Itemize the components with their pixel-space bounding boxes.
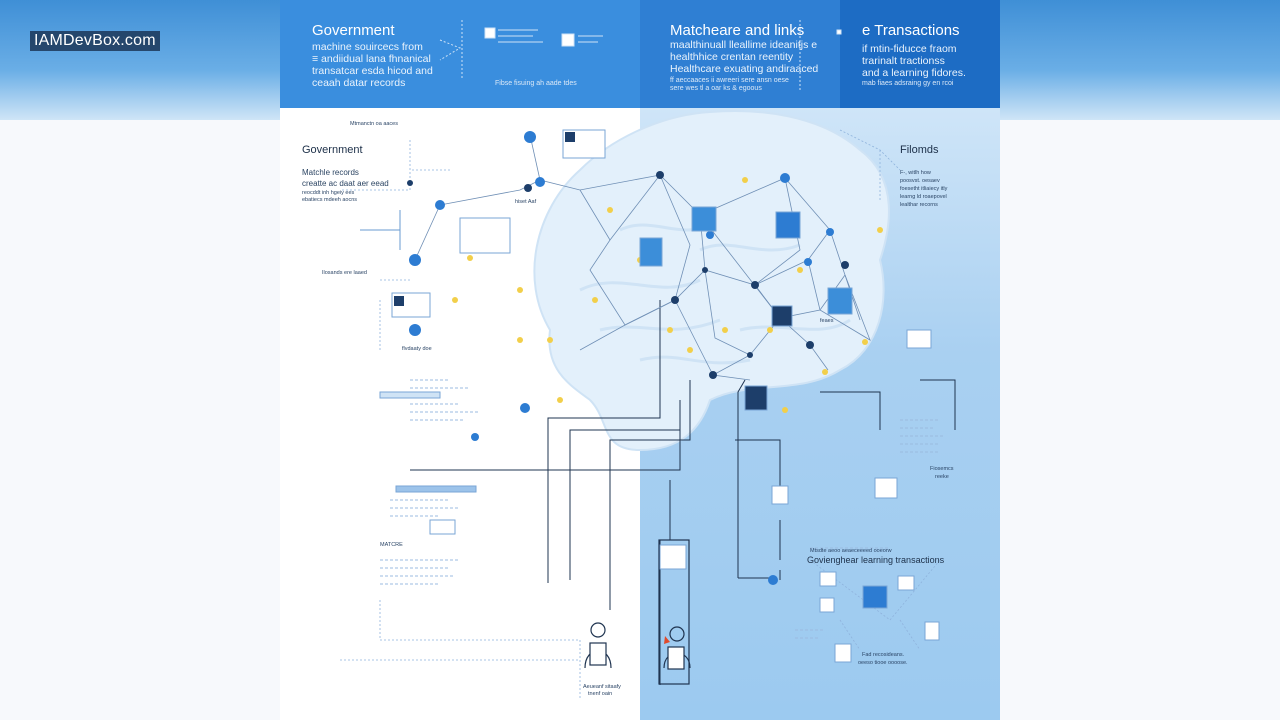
right-panel-line-3: foesetht itliaiecy itly [900,186,948,192]
person-icons [584,539,691,685]
header-middle-caption-2: sere wes tl a oar ks & egoous [670,85,762,92]
header-left-line-4: ceaah datar records [312,77,406,89]
circuit-lines [360,210,956,685]
header-decorations [439,20,842,90]
header-left-line-2: ≡ andiidual lana fhnanical [312,53,431,65]
header-right-line-2: trarinalt tractionss [862,55,945,67]
header-middle-line-1: maalthinuall lleallime ideanitjs e [670,39,818,51]
left-panel-line-3: reocddt inh hgeiy ees [302,190,355,196]
network-diagram [340,20,956,700]
left-figure-caption: Aeueanf sitaafy [583,684,621,690]
left-panel-label-e: Mtmanctn oa aaces [350,121,398,127]
dark-nodes [407,171,849,379]
right-caption: Fad recosideans. [862,652,905,658]
left-panel-line-2: creatte ac daat aer eead [302,179,389,188]
right-caption-2: oeeso tiooe oooose. [858,660,908,666]
header-middle-caption: ff aeccaaces ii awreeri sere ansn oese [670,77,789,84]
side-strip-right [1000,120,1280,720]
header-left-line-3: transatcar esda hicod and [312,65,433,77]
header-left [280,0,640,108]
header-middle-title: Matcheare and links [670,22,805,39]
right-panel-line-5: lealthar recorns [900,202,938,208]
document-cards [379,129,940,663]
left-panel-label-a: Ilosands ere laaed [322,270,367,276]
placeholder-text-lines [380,379,945,639]
left-panel-label-d: hiset Aaf [515,199,537,205]
left-panel-label-c: MATCRE [380,542,403,548]
header-middle-line-3: Healthcare exuating andiraaced [670,63,819,75]
bottom-caption-small: Mtsdte aeoo aeaeceeeed ooeorw [810,548,892,554]
left-figure-caption-2: tnenf oain [588,691,613,697]
left-panel-line-4: ebatiecs mdeeh aocns [302,197,358,203]
header-right-title: e Transactions [862,22,960,39]
left-panel-line-1: Matchle records [302,168,359,177]
header-left-title: Government [312,22,395,39]
right-panel-label-a: feaes [820,318,834,324]
header-right-caption: mab fiaes adsraing gy en rcoi [862,80,954,87]
header-right [840,0,1000,108]
diagram-canvas: Government machine souircecs from ≡ andi… [280,0,1000,720]
header-right-line-1: if mtin-fiducce fraom [862,43,957,55]
header-right-line-3: and a learning fidores. [862,67,966,79]
right-panel-line-1: F-, witlh how [900,170,931,176]
left-panel-label-b: flvdaaty doe [402,346,432,352]
right-panel-label-c: reeke [935,474,949,480]
header-middle [640,0,840,108]
header-left-caption: Fibse fisuing ah aade tdes [495,80,577,87]
left-panel-title: Government [302,144,363,156]
brain-shape [533,109,890,452]
side-strip-left [0,120,280,720]
right-panel-title: Filomds [900,144,939,156]
right-panel-line-2: poosvst. oesaev [900,178,940,184]
bottom-caption: Govienghear learning transactions [807,555,945,565]
watermark: IAMDevBox.com [30,31,160,51]
header-middle-line-2: healthhice crentan reentity [670,51,794,63]
right-panel-line-4: learng ld roaepovel [900,194,947,200]
header-left-line-1: machine souircecs from [312,41,423,53]
blue-nodes [409,131,834,585]
right-panel-label-b: Fiosemcs [930,466,954,472]
